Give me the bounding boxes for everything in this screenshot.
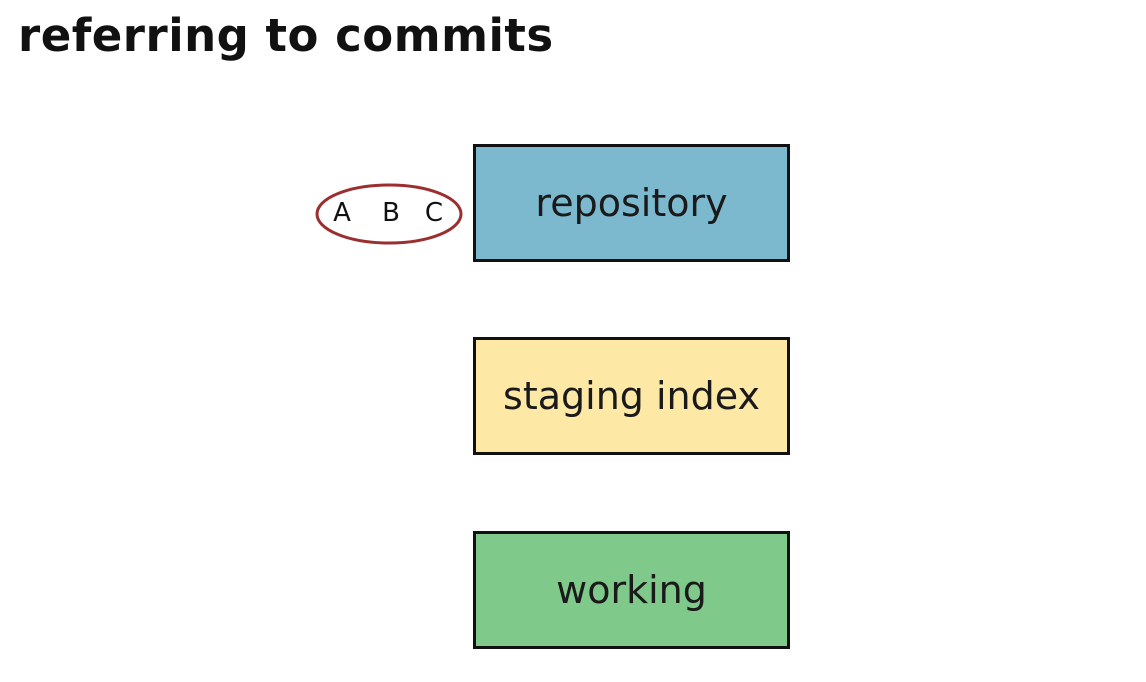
repository-box: repository xyxy=(473,144,790,262)
staging-index-box: staging index xyxy=(473,337,790,455)
commit-highlight-ring xyxy=(315,183,463,245)
staging-index-label: staging index xyxy=(503,374,760,418)
working-box: working xyxy=(473,531,790,649)
commit-group: A B C xyxy=(314,182,464,246)
repository-label: repository xyxy=(535,181,728,225)
slide-title: referring to commits xyxy=(18,9,554,62)
commit-a: A xyxy=(333,198,351,228)
working-label: working xyxy=(556,568,707,612)
commit-c: C xyxy=(424,198,444,228)
commit-b: B xyxy=(382,198,400,228)
